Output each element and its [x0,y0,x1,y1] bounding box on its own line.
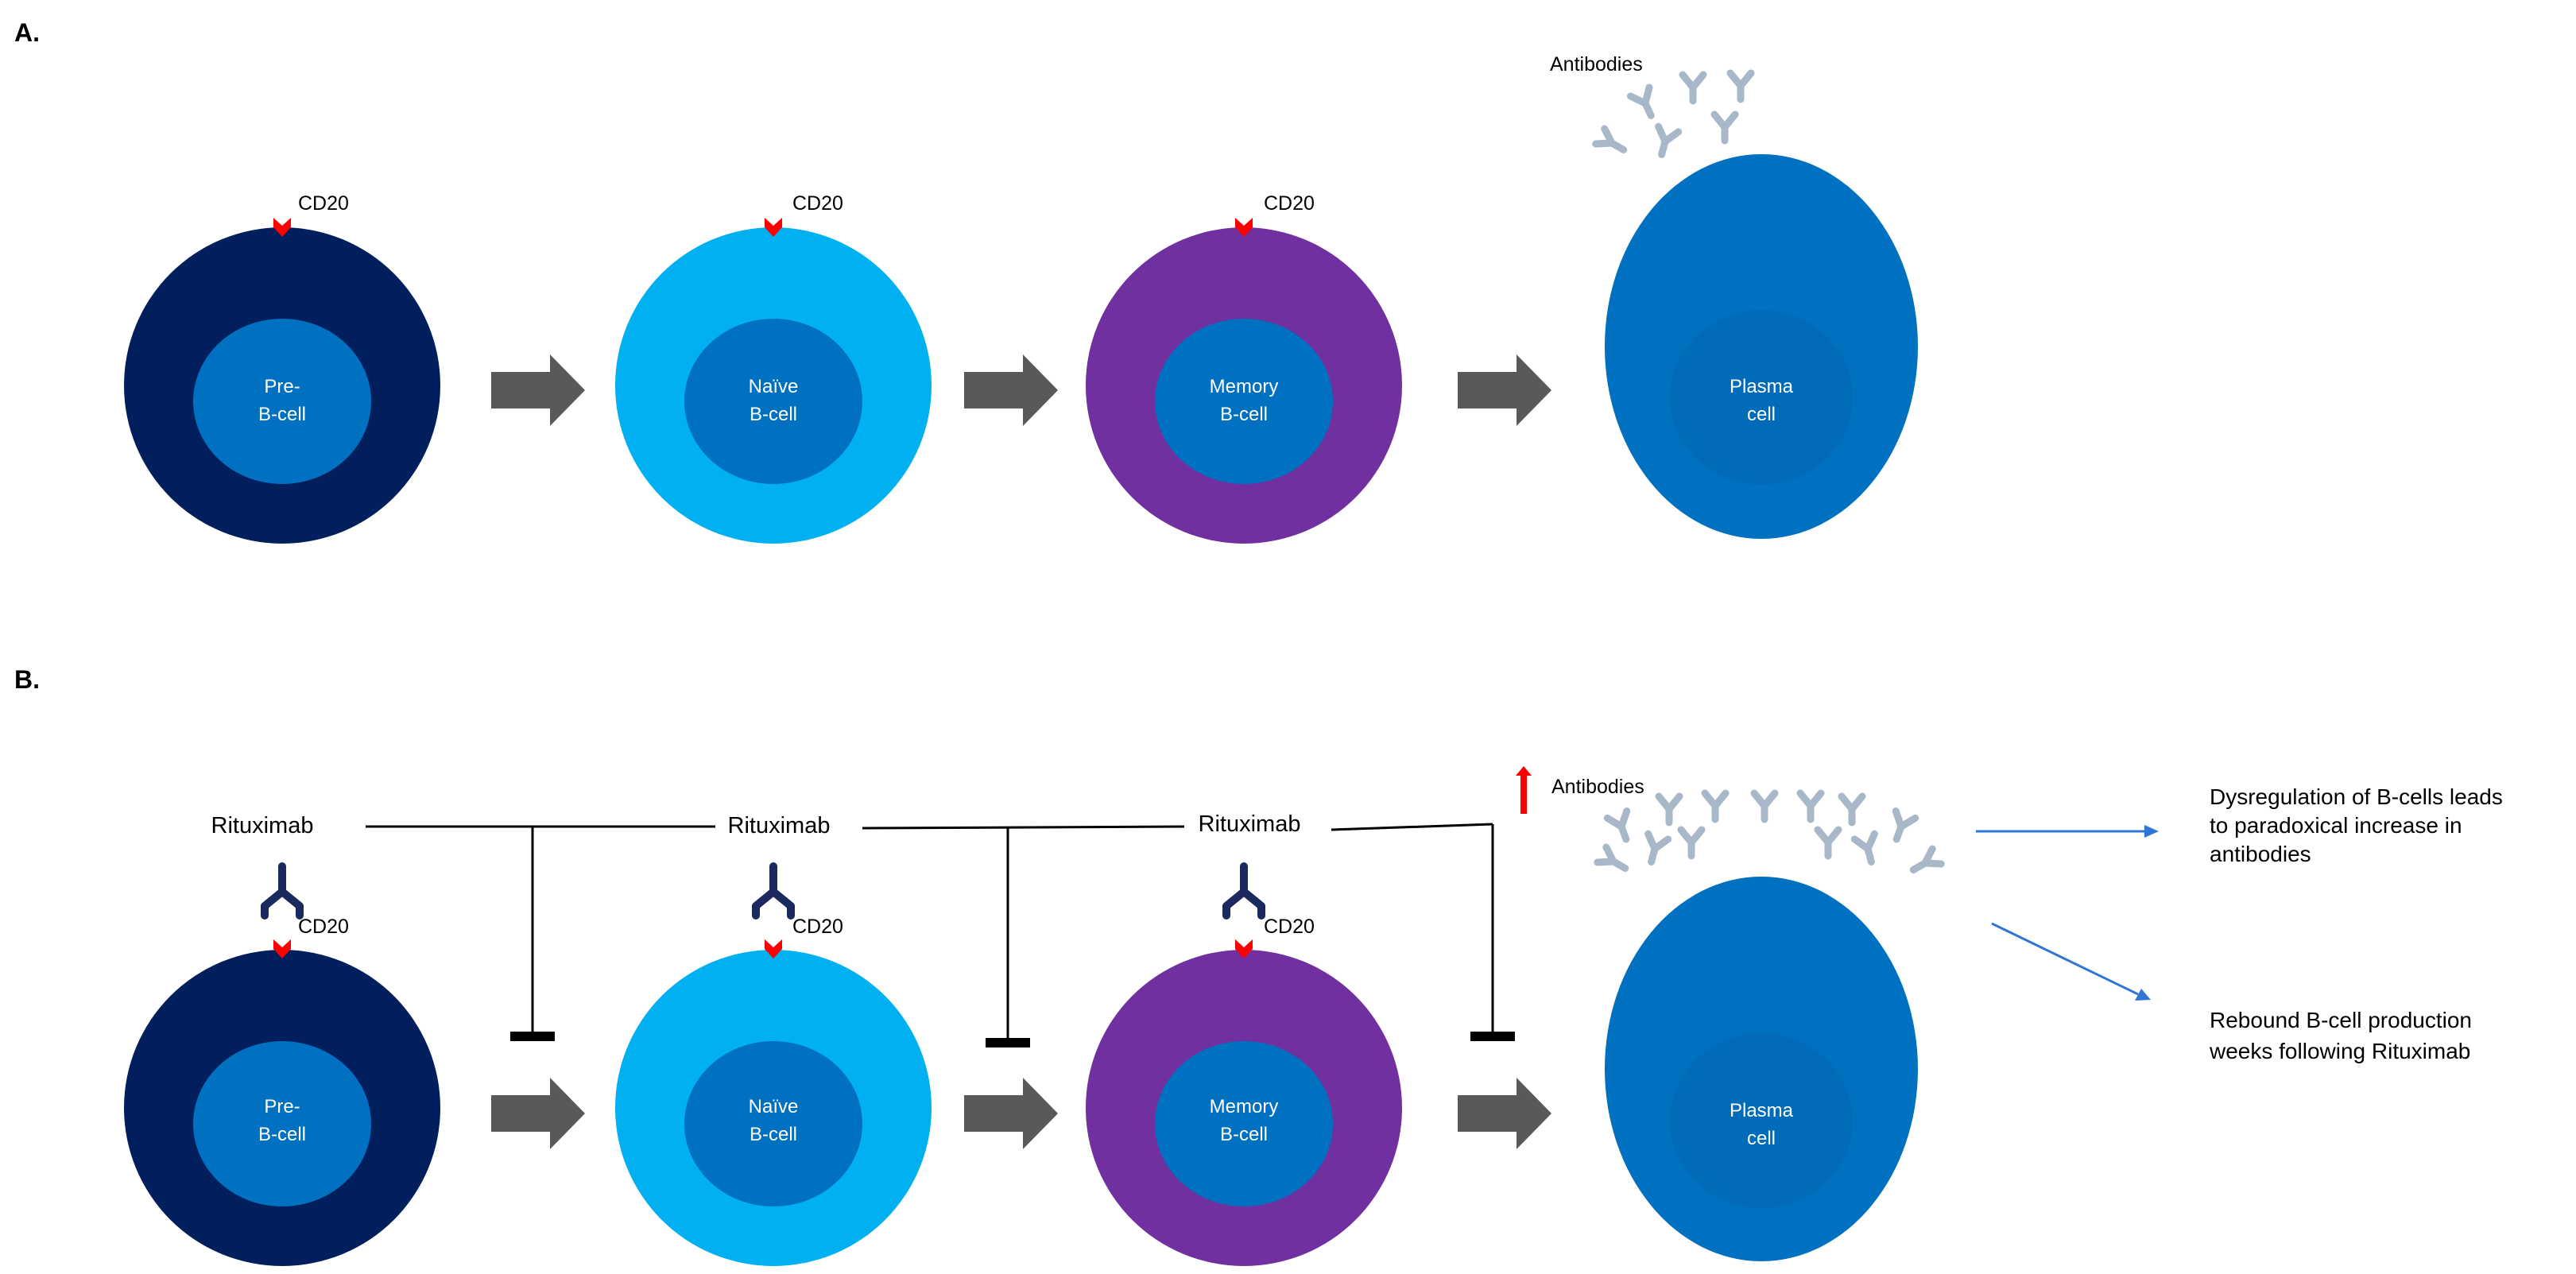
panel-b-label: B. [14,665,40,694]
naive-b-cell-label-line2: B-cell [750,404,797,425]
antibody-icon [1842,796,1862,823]
pre-b-cell: Pre- B-cell CD20 [124,192,440,544]
inhibition-bar-1 [510,827,555,1041]
memory-b-cell-label-line1: Memory [1210,1096,1279,1117]
cd20-label: CD20 [298,192,349,215]
progression-arrow-icon [964,1078,1058,1149]
memory-b-cell-nucleus [1155,1041,1333,1206]
naive-b-cell-label-line1: Naïve [749,1096,799,1117]
plasma-cell-label-line1: Plasma [1730,376,1794,397]
antibody-icon [1652,126,1679,157]
plasma-cell-label-line2: cell [1747,404,1776,425]
naive-b-cell-label-line2: B-cell [750,1124,797,1145]
antibody-icon [1630,87,1660,120]
antibody-icon [1754,793,1775,819]
antibody-icon [1714,114,1735,141]
inhibition-icon [986,1038,1030,1047]
pre-b-cell-label-line1: Pre- [264,1096,300,1117]
memory-b-cell-nucleus [1155,319,1333,484]
inhibition-bar-3 [1470,824,1515,1041]
cd20-label: CD20 [792,192,843,215]
memory-b-cell-label-line2: B-cell [1220,1124,1268,1145]
antibody-icon [1909,849,1941,877]
pre-b-cell-label-line2: B-cell [258,404,306,425]
memory-b-cell-label-line2: B-cell [1220,404,1268,425]
inhibition-icon [1470,1032,1515,1041]
antibody-icon [1800,793,1821,819]
panel-a: A. Pre- B-cell CD20 Naïve B-cell CD20 [14,18,1918,544]
naive-b-cell: Naïve B-cell CD20 [615,192,932,544]
antibody-icon [1598,847,1629,876]
rituximab-label: Rituximab [728,813,831,838]
antibody-icon [1596,129,1628,157]
naive-b-cell-nucleus [684,319,862,484]
plasma-cell-label-line2: cell [1747,1128,1776,1149]
memory-b-cell: Memory B-cell CD20 [1086,916,1402,1266]
note-arrow-head-icon [2144,825,2159,838]
pre-b-cell-nucleus [193,1041,371,1206]
antibody-icon [1705,793,1726,819]
antibodies-label: Antibodies [1550,53,1643,76]
note-line: Dysregulation of B-cells leads [2210,784,2503,809]
antibody-icon [1854,834,1881,865]
rituximab-label: Rituximab [1199,811,1301,837]
inhibition-icon [510,1032,555,1041]
plasma-cell: Plasma cell [1605,877,1918,1261]
antibody-icon [1887,811,1916,843]
naive-b-cell-label-line1: Naïve [749,376,799,397]
antibody-icon [1641,834,1668,865]
pre-b-cell-label-line2: B-cell [258,1124,306,1145]
antibodies-label: Antibodies [1551,776,1644,798]
note-line: antibodies [2210,842,2311,866]
antibody-icon [1607,811,1636,843]
progression-arrow-icon [1458,1078,1551,1149]
increase-arrow-icon [1516,766,1532,814]
progression-arrow-icon [964,354,1058,426]
plasma-cell-label-line1: Plasma [1730,1100,1794,1121]
plasma-cell: Plasma cell [1605,154,1918,539]
rituximab-antibody-icon [756,866,791,916]
note-arrow-head-icon [2135,989,2151,1001]
plasma-cell-nucleus [1670,1033,1853,1208]
antibody-icon [1730,73,1751,99]
progression-arrow-icon [1458,354,1551,426]
cd20-label: CD20 [1264,916,1315,938]
cd20-label: CD20 [298,916,349,938]
cd20-label: CD20 [792,916,843,938]
inhibition-connector [1331,823,1493,831]
antibody-icon [1683,75,1703,101]
note-arrow-line [1991,922,2139,996]
note-line: weeks following Rituximab [2209,1039,2470,1063]
pre-b-cell: Pre- B-cell CD20 [124,916,440,1266]
rituximab-label: Rituximab [211,813,314,838]
memory-b-cell: Memory B-cell CD20 [1086,192,1402,544]
cd20-label: CD20 [1264,192,1315,215]
naive-b-cell: Naïve B-cell CD20 [615,916,932,1266]
antibodies-cluster [1598,793,1941,877]
inhibition-bar-2 [986,827,1030,1047]
antibody-icon [1681,830,1702,856]
antibody-icon [1659,796,1679,823]
antibody-icon [1818,830,1838,856]
pre-b-cell-label-line1: Pre- [264,376,300,397]
progression-arrow-icon [491,1078,585,1149]
note-line: to paradoxical increase in [2210,813,2462,838]
rituximab-antibody-icon [1226,866,1261,916]
note-line: Rebound B-cell production [2210,1008,2472,1032]
pre-b-cell-nucleus [193,319,371,484]
panel-a-label: A. [14,18,40,47]
plasma-cell-nucleus [1670,310,1853,485]
memory-b-cell-label-line1: Memory [1210,376,1279,397]
note-dysregulation: Dysregulation of B-cells leads to parado… [2210,784,2503,866]
rituximab-antibody-icon [265,866,300,916]
antibodies-cluster: Antibodies [1550,53,1751,157]
progression-arrow-icon [491,354,585,426]
panel-b: B. Rituximab Rituximab Rituximab Pre [14,665,2503,1266]
naive-b-cell-nucleus [684,1041,862,1206]
note-rebound: Rebound B-cell production weeks followin… [2209,1008,2472,1063]
inhibition-connector [862,825,1185,830]
